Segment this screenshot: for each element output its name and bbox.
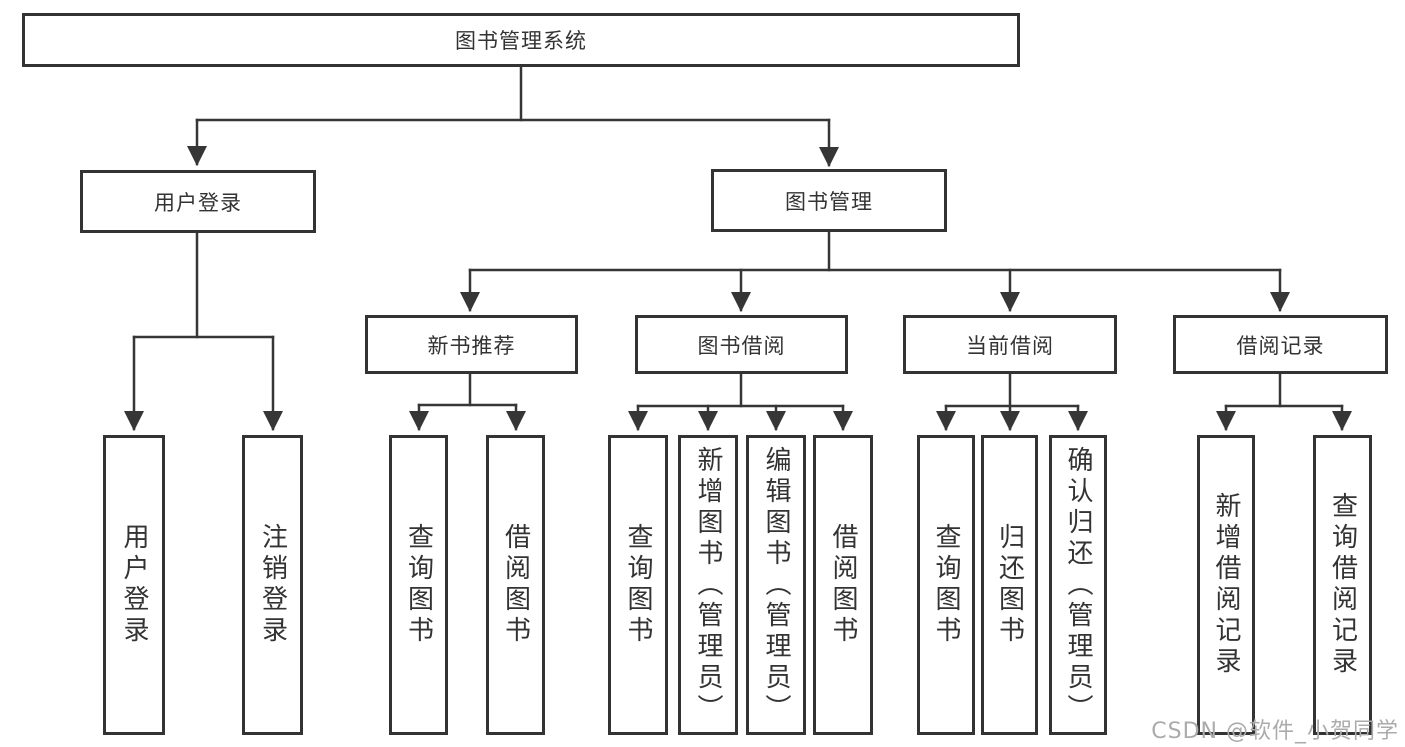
node-library-management-system: 图书管理系统 [22, 13, 1020, 67]
node-leaf-return-book: 归还图书 [981, 435, 1038, 735]
node-leaf-query-books-3: 查询图书 [917, 435, 975, 735]
node-leaf-add-borrow-record: 新增借阅记录 [1197, 435, 1255, 735]
node-new-book-recommend: 新书推荐 [365, 315, 578, 374]
node-leaf-borrow-books-1: 借阅图书 [486, 435, 545, 735]
node-current-borrow: 当前借阅 [903, 315, 1117, 374]
csdn-watermark: CSDN @软件_小贺同学 [1151, 719, 1399, 744]
node-leaf-borrow-books-2: 借阅图书 [813, 435, 873, 735]
node-book-borrow: 图书借阅 [635, 315, 848, 374]
node-leaf-query-books-2: 查询图书 [608, 435, 668, 735]
node-borrow-records: 借阅记录 [1173, 315, 1388, 374]
node-user-login: 用户登录 [80, 170, 316, 233]
node-leaf-query-books-1: 查询图书 [389, 435, 448, 735]
node-leaf-query-borrow-record: 查询借阅记录 [1313, 435, 1372, 735]
node-leaf-edit-book-admin: 编辑图书（管理员） [746, 435, 806, 735]
node-leaf-user-login: 用户登录 [103, 435, 165, 735]
node-leaf-confirm-return-admin: 确认归还（管理员） [1049, 435, 1107, 735]
node-leaf-add-book-admin: 新增图书（管理员） [678, 435, 738, 735]
node-leaf-logout: 注销登录 [242, 435, 303, 735]
node-book-management: 图书管理 [711, 169, 947, 232]
